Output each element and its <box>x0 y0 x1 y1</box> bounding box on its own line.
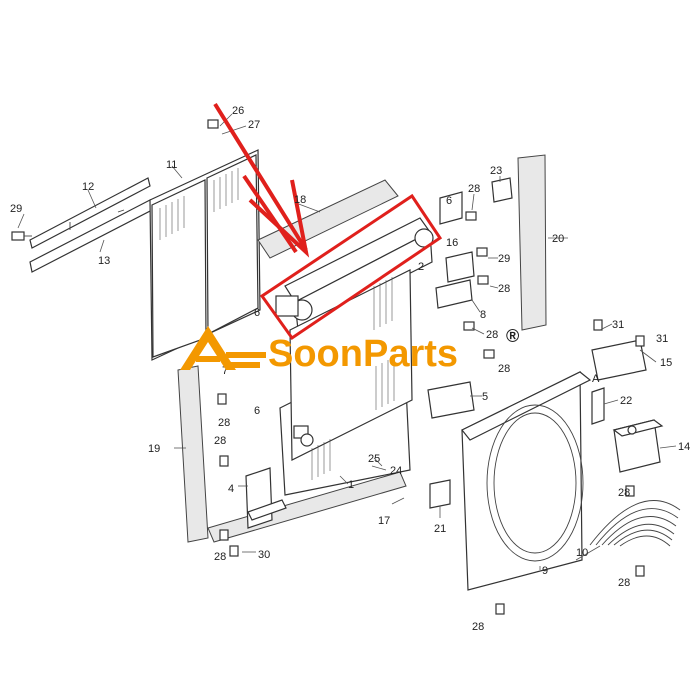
callout-26: 26 <box>232 105 244 117</box>
bolt-28-e <box>217 393 227 405</box>
bolt-28-a <box>465 211 477 221</box>
callout-23: 23 <box>490 165 502 177</box>
leader-lines <box>17 113 677 570</box>
brand-watermark: SoonParts ® <box>180 326 519 375</box>
bracket-15 <box>591 339 647 381</box>
callout-labels: 26 27 11 12 13 29 18 23 28 6 20 16 29 2 … <box>10 105 690 633</box>
bolt-28-d <box>483 349 495 359</box>
bolt-icon-group <box>207 119 645 615</box>
bracket-6-right <box>439 191 463 225</box>
bracket-22 <box>591 387 605 425</box>
callout-21: 21 <box>434 523 446 535</box>
plate-21 <box>429 479 451 509</box>
callout-11: 11 <box>166 159 177 171</box>
callout-28-g: 28 <box>214 435 226 447</box>
clamp-26 <box>207 119 219 129</box>
callout-19: 19 <box>148 443 160 455</box>
callout-28-h: 28 <box>214 551 226 563</box>
callout-9: 9 <box>542 565 548 577</box>
bolt-30 <box>229 545 239 557</box>
fan-guard-10 <box>589 500 681 547</box>
callout-1: 1 <box>348 479 354 491</box>
callout-28-f: 28 <box>218 417 230 429</box>
callout-18: 18 <box>294 194 306 206</box>
bolt-29-left <box>11 231 32 241</box>
callout-28-j: 28 <box>472 621 484 633</box>
bolt-29-b <box>476 247 488 257</box>
plate-16 <box>445 251 475 283</box>
callout-6-low: 6 <box>254 405 260 417</box>
callout-24: 24 <box>390 465 402 477</box>
callout-15: 15 <box>660 357 672 369</box>
callout-29-right: 29 <box>498 253 510 265</box>
highlight-frame <box>259 193 443 341</box>
intercooler-2 <box>275 217 434 331</box>
registered-mark: ® <box>506 326 519 346</box>
callout-28-c: 28 <box>486 329 498 341</box>
callout-4: 4 <box>228 483 234 495</box>
bolt-28-f <box>219 455 229 467</box>
highlight-arrow <box>213 102 310 258</box>
brand-name: SoonParts <box>268 333 458 375</box>
callout-14: 14 <box>678 441 690 453</box>
side-panel-11 <box>149 149 261 361</box>
callout-28-d: 28 <box>498 363 510 375</box>
callout-10: 10 <box>576 547 588 559</box>
callout-12: 12 <box>82 181 94 193</box>
mesh-guard-20 <box>517 154 547 331</box>
bolt-28-g <box>219 529 229 541</box>
bolt-31-a <box>593 319 603 331</box>
callout-5: 5 <box>482 391 488 403</box>
callout-28-top: 28 <box>468 183 480 195</box>
callout-6-top: 6 <box>446 195 452 207</box>
callout-29-left: 29 <box>10 203 22 215</box>
callout-6-mid: 6 <box>254 307 260 319</box>
callout-2: 2 <box>418 261 424 273</box>
bolt-28-j <box>495 603 505 615</box>
callout-A: A <box>592 373 600 385</box>
callout-20: 20 <box>552 233 564 245</box>
callout-22: 22 <box>620 395 632 407</box>
callout-28-b: 28 <box>498 283 510 295</box>
fan-shroud-9 <box>461 371 592 591</box>
callout-27: 27 <box>248 119 260 131</box>
callout-13: 13 <box>98 255 110 267</box>
mesh-guard-19 <box>177 365 209 543</box>
callout-17: 17 <box>378 515 390 527</box>
bolt-28-h <box>625 485 635 497</box>
bolt-31-b <box>635 335 645 347</box>
callout-30: 30 <box>258 549 270 561</box>
bracket-12 <box>29 177 151 249</box>
bolt-28-i <box>635 565 645 577</box>
callout-31-b: 31 <box>656 333 668 345</box>
bolt-28-c <box>463 321 475 331</box>
callout-31-a: 31 <box>612 319 624 331</box>
bolt-28-b <box>477 275 489 285</box>
callout-8: 8 <box>480 309 486 321</box>
reservoir-14 <box>612 419 664 473</box>
callout-7: 7 <box>222 365 228 377</box>
highlight-group <box>213 102 443 341</box>
callout-28-i: 28 <box>618 577 630 589</box>
callout-25: 25 <box>368 453 380 465</box>
brand-logo-icon <box>180 326 266 370</box>
plate-8 <box>435 279 473 309</box>
bracket-4 <box>245 467 287 529</box>
bracket-5 <box>427 381 475 419</box>
plate-23 <box>491 177 513 203</box>
callout-28-e: 28 <box>618 487 630 499</box>
callout-16: 16 <box>446 237 458 249</box>
